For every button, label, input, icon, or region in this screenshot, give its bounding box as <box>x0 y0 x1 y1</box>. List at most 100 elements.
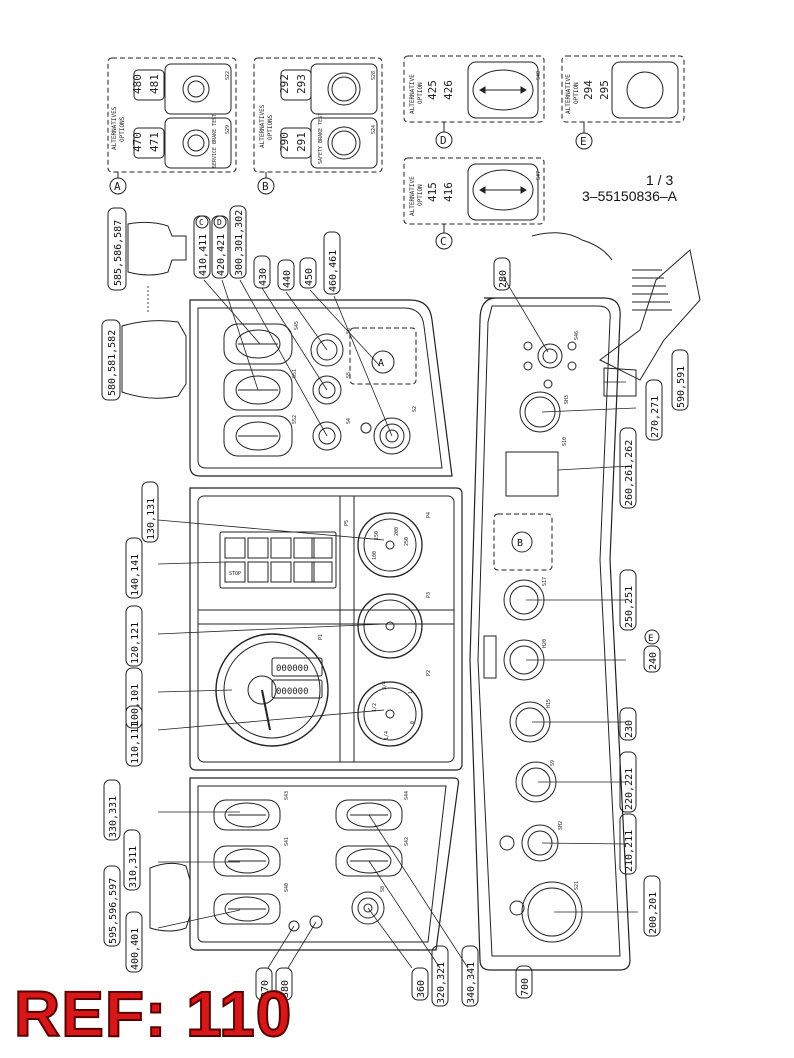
gauge-code-p2: P2 <box>426 670 432 676</box>
option-box-d: ALTERNATIVE OPTION 425 426 S48 D <box>403 55 545 149</box>
option-letter-b: B <box>262 180 269 193</box>
callout-430: 430 <box>258 268 269 286</box>
callout-340-341: 340,341 <box>466 962 477 1004</box>
switch-code-s9: S9 <box>550 760 556 766</box>
callout-380: 380 <box>280 980 291 998</box>
switch-code-s8: S8 <box>380 886 386 892</box>
callout-300-301-302: 300,301,302 <box>234 210 245 276</box>
option-c-label-1: ALTERNATIVE <box>409 176 416 216</box>
callout-270-271: 270,271 <box>650 396 661 438</box>
switch-code-s2: S2 <box>412 406 418 412</box>
callout-700: 700 <box>520 978 531 996</box>
document-code: 3–55150836–A <box>582 188 677 204</box>
option-a-code-471: 471 <box>148 132 161 152</box>
safety-brake-test-text: SAFETY BRAKE TEST <box>318 113 324 164</box>
callout-200-201: 200,201 <box>648 892 659 934</box>
switch-code-s28: S28 <box>371 71 377 80</box>
option-a-code-481: 481 <box>148 74 161 94</box>
option-d-label-2: OPTION <box>417 82 424 104</box>
option-c-code-416: 416 <box>442 182 455 202</box>
callout-210-211: 210,211 <box>624 830 635 872</box>
switch-code-sh3: SH3 <box>564 395 570 404</box>
switch-code-s29: S29 <box>225 125 231 134</box>
gauge-tick-150: 150 <box>374 531 380 540</box>
callout-140-141: 140,141 <box>130 554 141 596</box>
switch-code-sh2: SH2 <box>558 821 564 830</box>
option-letter-a: A <box>114 180 121 193</box>
callout-420-421: 420,421 <box>216 234 227 276</box>
option-c-label-2: OPTION <box>417 184 424 206</box>
callout-440: 440 <box>282 270 293 288</box>
option-e-label-1: ALTERNATIVE <box>565 74 572 114</box>
callout-labels: 585,586,587 580,581,582 410,411 420,421 … <box>101 205 689 1007</box>
callout-110-111: 110,111 <box>130 722 141 764</box>
option-box-b: ALTERNATIVES OPTIONS 292 293 290 291 S28… <box>253 57 383 195</box>
gauge-code-p5: P5 <box>344 520 350 526</box>
callout-240-letter-e: E <box>648 634 653 644</box>
leader-lines <box>147 277 638 969</box>
gauge-tick-250: 250 <box>404 537 410 546</box>
gauge-tick-100: 100 <box>372 551 378 560</box>
option-d-code-425: 425 <box>426 80 439 100</box>
switch-code-h15: H15 <box>546 699 552 708</box>
option-box-a: ALTERNATIVES OPTIONS 480 481 470 471 S22… <box>107 57 237 195</box>
switch-code-s42: S42 <box>404 837 410 846</box>
callout-595-596-597: 595,596,597 <box>108 878 119 944</box>
callout-220-221: 220,221 <box>624 768 635 810</box>
switch-code-s5: S5 <box>346 372 352 378</box>
switch-code-s40: S40 <box>284 883 290 892</box>
gauge-tick-quarter: 1/4 <box>384 731 390 740</box>
option-b-label-1: ALTERNATIVES <box>259 104 266 148</box>
stop-lamp-text: STOP <box>229 571 241 577</box>
ref-label: REF: 110 <box>13 978 293 1050</box>
callout-310-311: 310,311 <box>128 846 139 888</box>
switch-code-s10: S10 <box>562 437 568 446</box>
switch-code-s52: S52 <box>292 415 298 424</box>
option-d-code-426: 426 <box>442 80 455 100</box>
switch-code-s22: S22 <box>225 71 231 80</box>
switch-code-s24: S24 <box>371 125 377 134</box>
option-a-label-2: OPTIONS <box>119 116 126 142</box>
gauge-code-p1: P1 <box>318 634 324 640</box>
callout-240: 240 <box>648 652 659 670</box>
switch-code-s43: S43 <box>284 791 290 800</box>
callout-420-letter-d: D <box>217 218 222 227</box>
callout-410-411: 410,411 <box>198 234 209 276</box>
gauge-tick-three-quarter: 3/4 <box>382 681 388 690</box>
callout-250-251: 250,251 <box>624 586 635 628</box>
callout-370: 370 <box>260 980 271 998</box>
right-curved-panel: S46 SH3 S10 S17 H20 H15 S9 SH2 S21 <box>469 232 701 971</box>
switch-code-s41: S41 <box>284 837 290 846</box>
callout-410-letter-c: C <box>199 218 204 227</box>
callout-260-261-262: 260,261,262 <box>624 440 635 506</box>
option-box-c: ALTERNATIVE OPTION 415 416 S47 C <box>403 157 545 250</box>
switch-code-s17: S17 <box>542 577 548 586</box>
gauge-code-p4: P4 <box>426 512 432 518</box>
option-b-code-290: 290 <box>278 132 291 152</box>
gauge-tick-200: 200 <box>394 527 400 536</box>
sheet-number: 1 / 3 <box>646 172 674 188</box>
upper-switch-panel: S45 S51 S52 S5 S6 S4 S2 <box>189 299 453 477</box>
switch-code-s21: S21 <box>574 881 580 890</box>
callout-460-461: 460,461 <box>328 250 339 292</box>
callout-360: 360 <box>416 980 427 998</box>
callout-585-586-587: 585,586,587 <box>113 220 124 286</box>
option-letter-d: D <box>440 134 447 147</box>
option-letter-c: C <box>440 235 447 248</box>
odometer-readout-1: 000000 <box>276 664 309 674</box>
odometer-readout-2: 000000 <box>276 687 309 697</box>
gauge-panel: STOP 000000 000000 P1 P2 P3 P4 P5 0 1/4 … <box>189 487 463 771</box>
callout-450: 450 <box>304 268 315 286</box>
panel-letter-b: B <box>517 538 523 549</box>
switch-code-s6: S6 <box>346 328 352 334</box>
option-b-code-291: 291 <box>295 132 308 152</box>
switch-code-s47: S47 <box>536 171 542 180</box>
option-b-label-2: OPTIONS <box>267 114 274 140</box>
gauge-tick-half: 1/2 <box>372 703 378 712</box>
callout-100-101: 100,101 <box>130 684 141 726</box>
option-b-code-292: 292 <box>278 74 291 94</box>
gauge-tick-full: 1 <box>408 691 414 694</box>
option-a-code-470: 470 <box>131 132 144 152</box>
switch-code-s4: S4 <box>346 418 352 424</box>
callout-230: 230 <box>624 720 635 738</box>
